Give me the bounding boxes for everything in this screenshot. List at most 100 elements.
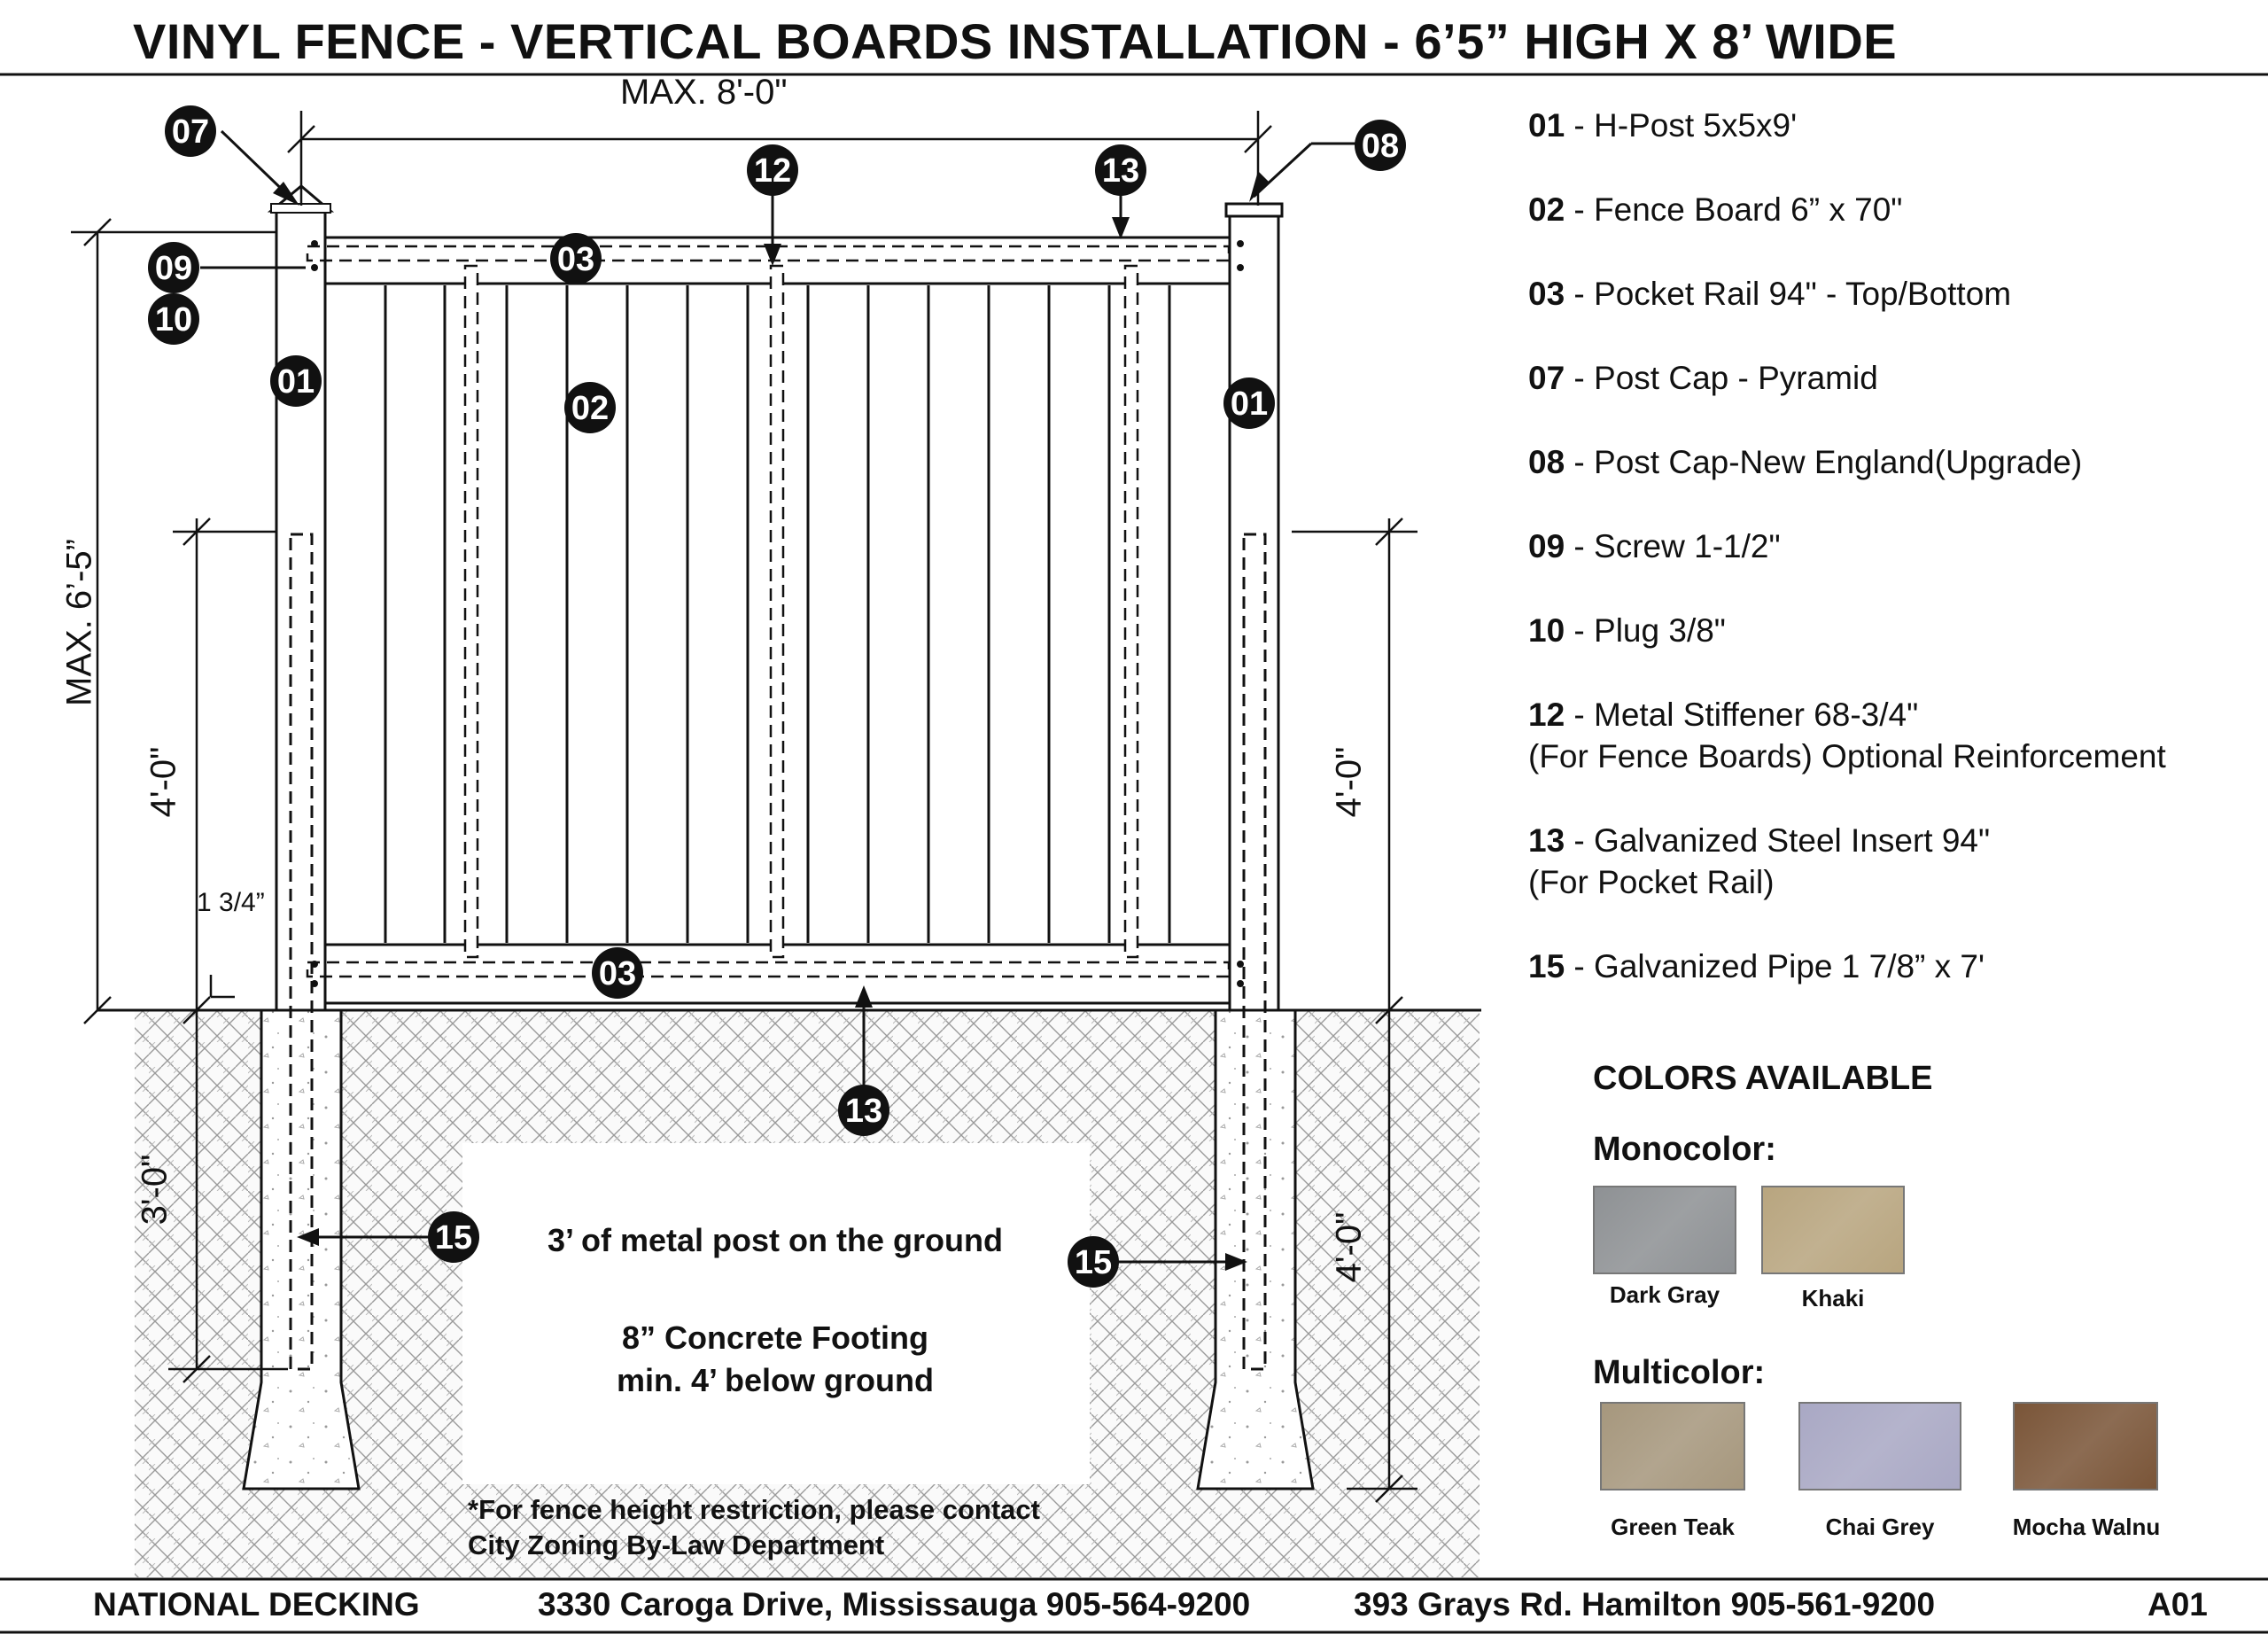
legend-text: - Fence Board 6” x 70" bbox=[1565, 191, 1903, 228]
legend-text: - Screw 1-1/2" bbox=[1565, 528, 1781, 564]
callout-12: 12 bbox=[747, 144, 798, 196]
metal-stiffeners bbox=[463, 264, 1139, 959]
callout-label: 02 bbox=[571, 390, 609, 427]
height-dimension-label: MAX. 6’-5” bbox=[59, 539, 99, 706]
callout-07: 07 bbox=[165, 105, 216, 157]
footing-right bbox=[1196, 1008, 1315, 1490]
leader-arrows bbox=[273, 171, 1269, 1271]
fence-boards bbox=[384, 285, 1171, 943]
callout-label: 08 bbox=[1362, 128, 1399, 165]
metal-post-note: 3’ of metal post on the ground bbox=[547, 1222, 1003, 1258]
footing-left bbox=[242, 1008, 361, 1490]
dimension-lines bbox=[71, 111, 1418, 1503]
soil-top-band bbox=[462, 1010, 1090, 1143]
callout-03: 03 bbox=[592, 947, 643, 999]
legend-number: 02 bbox=[1528, 191, 1565, 228]
below-right-dimension-label: 4'-0" bbox=[1329, 1211, 1369, 1283]
callout-13: 13 bbox=[1095, 144, 1146, 196]
legend-text: - Post Cap-New England(Upgrade) bbox=[1565, 444, 2083, 480]
restriction-note-line1: *For fence height restriction, please co… bbox=[468, 1494, 1040, 1525]
legend-text: - Plug 3/8" bbox=[1565, 612, 1726, 649]
legend-text: - H-Post 5x5x9' bbox=[1565, 107, 1798, 144]
note-area bbox=[462, 1143, 1090, 1484]
swatch-mocha-walnut bbox=[2013, 1402, 2158, 1490]
swatch-label-chai-grey: Chai Grey bbox=[1825, 1514, 1935, 1540]
callout-15: 15 bbox=[1068, 1236, 1119, 1288]
metal-pipe-left bbox=[289, 533, 314, 1371]
callout-label: 13 bbox=[845, 1093, 882, 1130]
swatch-dark-gray bbox=[1593, 1186, 1736, 1274]
screws bbox=[311, 240, 1244, 987]
swatch-chai-grey bbox=[1798, 1402, 1961, 1490]
legend-item-01: 01 - H-Post 5x5x9' bbox=[1528, 105, 2237, 146]
legend-number: 03 bbox=[1528, 276, 1565, 312]
callout-label: 09 bbox=[155, 250, 192, 287]
legend-text: - Metal Stiffener 68-3/4" bbox=[1565, 697, 1919, 733]
restriction-note: *For fence height restriction, please co… bbox=[468, 1492, 1106, 1563]
swatch-label-dark-gray: Dark Gray bbox=[1609, 1281, 1720, 1308]
footing-note-line2: min. 4’ below ground bbox=[616, 1362, 934, 1398]
legend-item-09: 09 - Screw 1-1/2" bbox=[1528, 525, 2237, 567]
ground-section bbox=[97, 1008, 1481, 1577]
legend-number: 08 bbox=[1528, 444, 1565, 480]
footer-address-mississauga: 3330 Caroga Drive, Mississauga 905-564-9… bbox=[538, 1586, 1251, 1623]
bottom-pocket-rail bbox=[306, 943, 1231, 1005]
callout-label: 12 bbox=[754, 152, 791, 190]
restriction-note-line2: City Zoning By-Law Department bbox=[468, 1529, 885, 1560]
legend-text-line2: (For Pocket Rail) bbox=[1528, 864, 1775, 900]
callout-label: 10 bbox=[155, 301, 192, 339]
below-left-dimension-label: 3'-0" bbox=[135, 1154, 175, 1226]
monocolor-title: Monocolor: bbox=[1593, 1131, 1776, 1168]
footer-address-hamilton: 393 Grays Rd. Hamilton 905-561-9200 bbox=[1354, 1586, 1936, 1623]
legend-item-13: 13 - Galvanized Steel Insert 94" (For Poc… bbox=[1528, 820, 2237, 903]
swatch-label-mocha-walnut: Mocha Walnu bbox=[2012, 1514, 2161, 1540]
swatch-green-teak bbox=[1600, 1402, 1745, 1490]
footer-sheet-number: A01 bbox=[2148, 1586, 2208, 1623]
metal-pipe-right bbox=[1242, 533, 1267, 1371]
legend-item-03: 03 - Pocket Rail 94" - Top/Bottom bbox=[1528, 273, 2237, 315]
callout-02: 02 bbox=[564, 382, 616, 433]
legend-item-10: 10 - Plug 3/8" bbox=[1528, 610, 2237, 651]
multicolor-title: Multicolor: bbox=[1593, 1354, 1766, 1391]
callout-01: 01 bbox=[1223, 377, 1275, 429]
legend-number: 13 bbox=[1528, 822, 1565, 859]
legend-text-line2: (For Fence Boards) Optional Reinforcemen… bbox=[1528, 738, 2166, 774]
legend-number: 12 bbox=[1528, 697, 1565, 733]
legend-text: - Post Cap - Pyramid bbox=[1565, 360, 1878, 396]
parts-legend: 01 - H-Post 5x5x9' 02 - Fence Board 6” x … bbox=[1528, 105, 2237, 1030]
legend-text: - Galvanized Steel Insert 94" bbox=[1565, 822, 1991, 859]
footing-note: 8” Concrete Footing min. 4’ below ground bbox=[496, 1317, 1054, 1402]
callout-label: 15 bbox=[1075, 1244, 1112, 1281]
post-above-left-dimension-label: 4'-0" bbox=[144, 746, 183, 818]
callout-08: 08 bbox=[1355, 120, 1406, 171]
callout-label: 01 bbox=[1231, 385, 1268, 423]
legend-number: 07 bbox=[1528, 360, 1565, 396]
callout-13: 13 bbox=[838, 1085, 889, 1136]
callout-09: 09 bbox=[148, 242, 199, 293]
legend-text: - Pocket Rail 94" - Top/Bottom bbox=[1565, 276, 2012, 312]
legend-item-08: 08 - Post Cap-New England(Upgrade) bbox=[1528, 441, 2237, 483]
callout-15: 15 bbox=[428, 1211, 479, 1263]
callout-label: 03 bbox=[557, 241, 594, 278]
legend-number: 10 bbox=[1528, 612, 1565, 649]
swatch-khaki bbox=[1761, 1186, 1905, 1274]
post-cap-new-england bbox=[1224, 202, 1284, 218]
callout-label: 07 bbox=[172, 113, 209, 151]
callout-label: 03 bbox=[599, 955, 636, 992]
page-title: VINYL FENCE - VERTICAL BOARDS INSTALLATI… bbox=[133, 13, 1898, 69]
legend-number: 15 bbox=[1528, 948, 1565, 985]
offset-dimension-label: 1 3/4” bbox=[197, 888, 265, 917]
callout-label: 01 bbox=[277, 363, 315, 401]
callout-bubbles: 07 08 09 10 01 01 02 03 03 12 13 13 15 15 bbox=[148, 105, 1406, 1288]
colors-title: COLORS AVAILABLE bbox=[1593, 1060, 1933, 1097]
post-right bbox=[1224, 202, 1284, 1371]
swatch-label-green-teak: Green Teak bbox=[1611, 1514, 1735, 1540]
callout-10: 10 bbox=[148, 293, 199, 345]
callout-01: 01 bbox=[270, 355, 322, 407]
callout-label: 15 bbox=[435, 1219, 472, 1257]
legend-text: - Galvanized Pipe 1 7/8” x 7' bbox=[1565, 948, 1985, 985]
legend-number: 01 bbox=[1528, 107, 1565, 144]
callout-03: 03 bbox=[550, 233, 602, 284]
legend-item-02: 02 - Fence Board 6” x 70" bbox=[1528, 189, 2237, 230]
